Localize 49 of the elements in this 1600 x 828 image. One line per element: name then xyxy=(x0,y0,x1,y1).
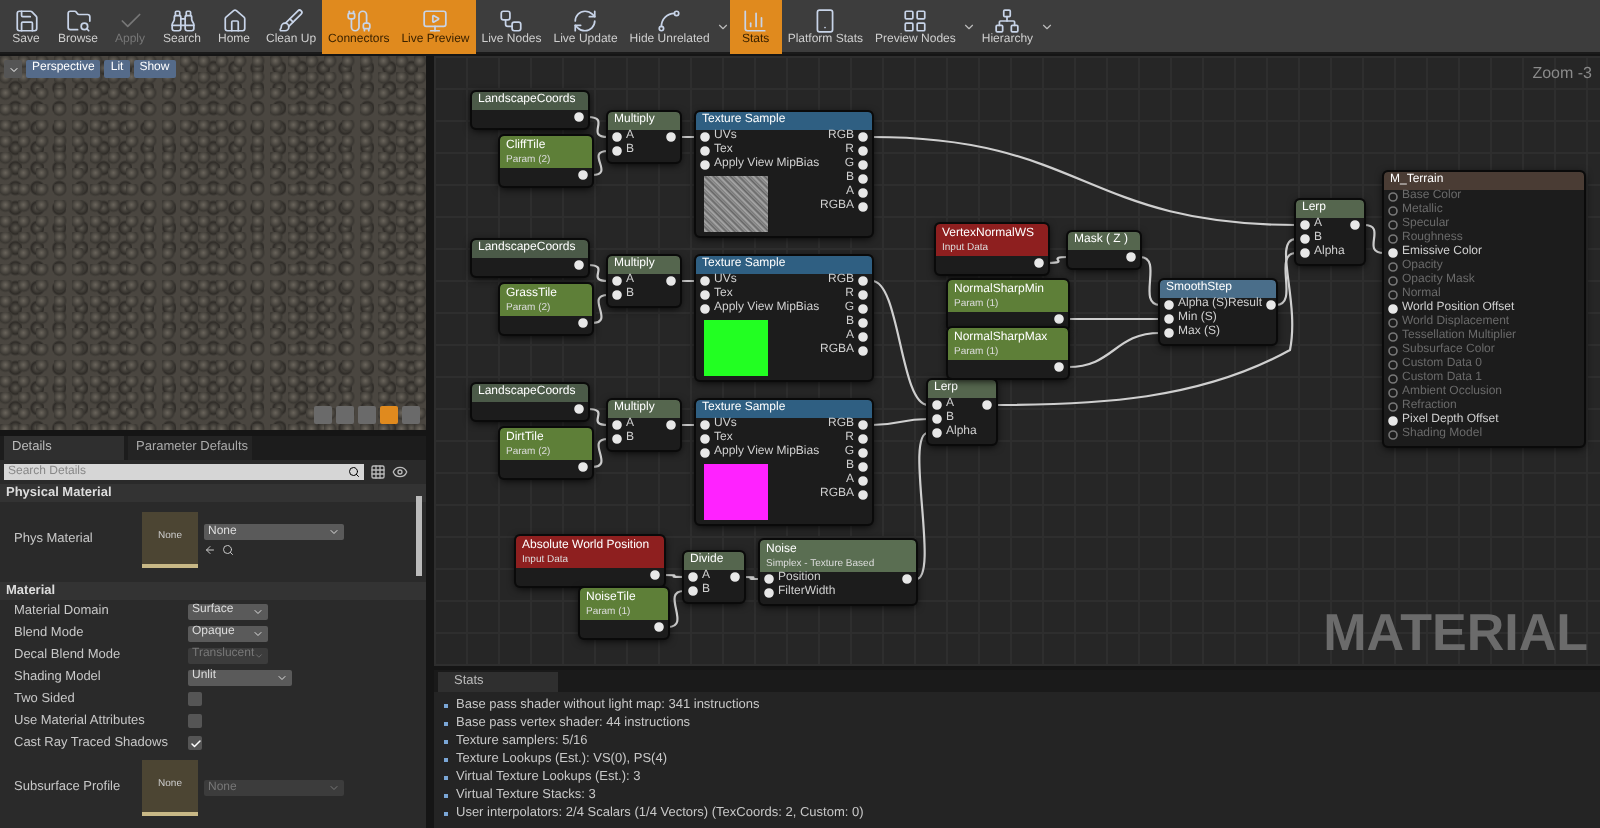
material-node xyxy=(608,256,680,306)
wire xyxy=(996,237,1297,407)
wire xyxy=(591,437,609,469)
wire xyxy=(680,279,696,283)
material-node xyxy=(472,92,588,128)
material-node xyxy=(608,400,680,450)
material-node xyxy=(1068,232,1140,268)
wire xyxy=(1139,255,1161,307)
wire xyxy=(1275,251,1297,307)
wire xyxy=(667,589,685,629)
wire xyxy=(871,135,1297,227)
material-node xyxy=(500,284,592,334)
wire xyxy=(871,279,929,407)
material-node xyxy=(608,112,680,162)
material-node xyxy=(1384,172,1584,446)
wire xyxy=(587,263,609,283)
material-node xyxy=(500,136,592,186)
wire xyxy=(1047,255,1069,265)
wire xyxy=(587,407,609,427)
wire xyxy=(591,149,609,177)
wire xyxy=(680,423,696,427)
wire xyxy=(664,573,684,579)
wire xyxy=(1363,223,1385,255)
wire xyxy=(872,417,928,427)
material-node xyxy=(684,552,744,602)
wire xyxy=(680,135,696,139)
wire xyxy=(915,432,929,580)
material-node xyxy=(516,536,664,586)
material-node xyxy=(760,540,916,604)
material-node xyxy=(948,328,1068,378)
material-node xyxy=(580,588,668,638)
material-node xyxy=(472,240,588,276)
material-node xyxy=(472,384,588,420)
material-node xyxy=(696,256,872,380)
graph-type-label: MATERIAL xyxy=(1323,606,1588,658)
material-node xyxy=(696,400,872,524)
material-node xyxy=(1296,200,1364,264)
material-node xyxy=(948,280,1068,330)
wire xyxy=(744,575,760,581)
material-node xyxy=(500,428,592,478)
material-node xyxy=(696,112,872,236)
material-node xyxy=(928,380,996,444)
zoom-level: Zoom -3 xyxy=(1532,62,1592,86)
wire xyxy=(587,115,609,139)
wire xyxy=(1068,317,1160,321)
wire xyxy=(1067,331,1161,369)
material-node xyxy=(1160,280,1276,344)
material-node xyxy=(936,224,1048,274)
wire xyxy=(591,293,609,325)
